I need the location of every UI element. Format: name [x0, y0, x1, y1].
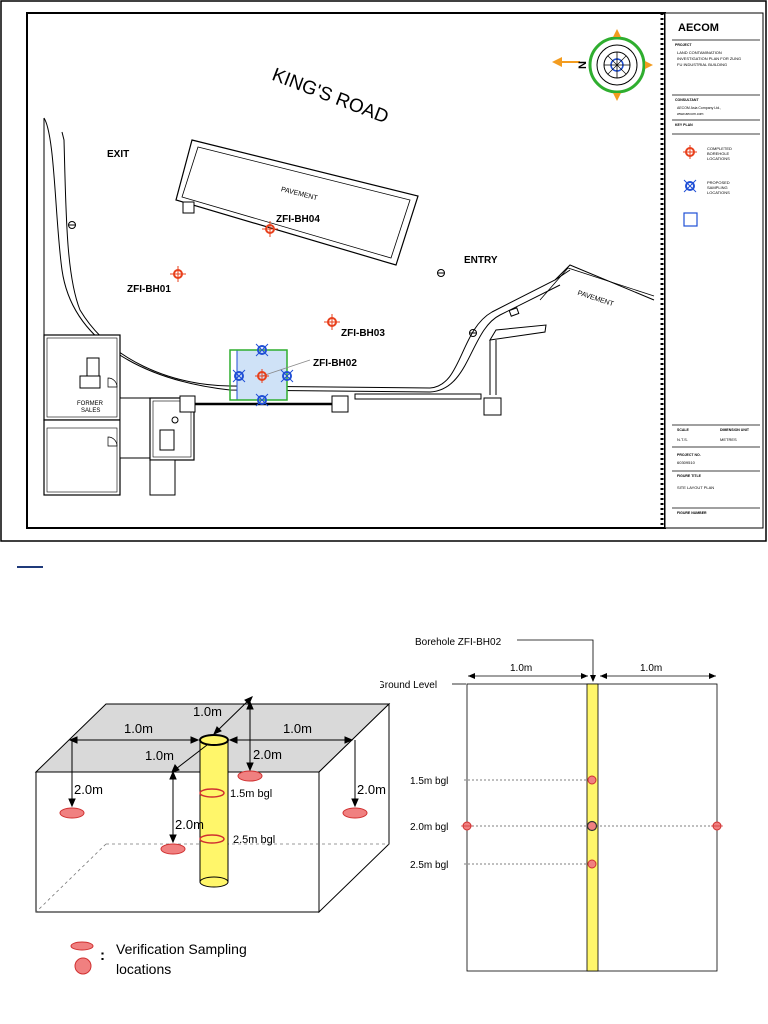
- project-name-line-2: INVESTIGATION PLAN FOR ZUNG: [677, 56, 741, 61]
- sample-back: [237, 770, 263, 782]
- bh02-label: ZFI-BH02: [313, 358, 357, 369]
- unit-value: METRES: [720, 437, 737, 442]
- borehole-cylinder: [199, 734, 229, 888]
- consultant-web: www.aecom.com: [677, 112, 704, 116]
- small-box-icon: [508, 307, 520, 317]
- bh02-sampling-area: [229, 343, 311, 407]
- proposed-sample-east-icon: [280, 369, 294, 383]
- compass-icon: [588, 29, 653, 101]
- north-arrow-icon: [552, 57, 580, 67]
- street-curve-inner: [61, 131, 571, 389]
- former-sales-label-2: SALES: [81, 408, 100, 414]
- legend-completed-line-1: COMPLETED: [707, 146, 732, 151]
- section-sample-left-icon: [461, 821, 473, 831]
- consultant-name: AECOM Asia Company Ltd.,: [677, 106, 721, 110]
- legend-completed-icon: [683, 145, 697, 159]
- blue-underline-mark: [17, 566, 43, 568]
- dim-front-1: 1.0m: [145, 748, 174, 763]
- company-logo: AECOM: [678, 22, 719, 34]
- street-curve-outer: [43, 117, 561, 393]
- manhole-icon-1: [68, 221, 76, 229]
- bh04-marker-icon: [262, 221, 278, 237]
- former-sales-label-1: FORMER: [77, 401, 104, 407]
- dim-depth-center: 2.0m: [253, 747, 282, 762]
- project-label: PROJECT: [675, 43, 692, 47]
- title-block-frame: [664, 12, 764, 529]
- legend-ellipse-icon: [70, 941, 94, 951]
- ground-level-label: Ground Level: [380, 680, 437, 691]
- bh03-marker-icon: [324, 314, 340, 330]
- legend-proposed-icon: [683, 179, 697, 193]
- dim-depth-right: 2.0m: [357, 782, 386, 797]
- project-name-line-1: LAND CONTAMINATION: [677, 50, 722, 55]
- compass-letter: N: [577, 61, 589, 69]
- dim-top-1: 1.0m: [193, 704, 222, 719]
- manhole-icon-2: [437, 269, 445, 277]
- site-layout-plan: AECOM PROJECT LAND CONTAMINATION INVESTI…: [0, 0, 767, 542]
- figure-number-label: FIGURE NUMBER: [677, 511, 707, 515]
- borehole-label: Borehole ZFI-BH02: [415, 637, 502, 648]
- bh04-label: ZFI-BH04: [276, 214, 320, 225]
- legend-text-line-1: Verification Sampling: [116, 941, 247, 957]
- former-sales-building: [43, 334, 196, 496]
- section-level-2: 2.0m bgl: [410, 822, 448, 833]
- entry-label: ENTRY: [464, 255, 498, 266]
- proposed-sample-north-icon: [255, 343, 269, 357]
- proposed-sample-south-icon: [255, 393, 269, 407]
- section-level-3: 2.5m bgl: [410, 860, 448, 871]
- dimension-arrows: [68, 696, 359, 844]
- bh01-label: ZFI-BH01: [127, 284, 171, 295]
- figure-title-value: SITE LAYOUT PLAN: [677, 485, 714, 490]
- legend-completed-line-3: LOCATIONS: [707, 156, 730, 161]
- section-sample-2-0-center: [586, 820, 598, 832]
- unit-label: DIMENSION UNIT: [720, 428, 750, 432]
- sample-left: [59, 807, 85, 819]
- project-name-line-3: FU INDUSTRIAL BUILDING: [677, 62, 727, 67]
- project-no-value: 60309510: [677, 460, 696, 465]
- manhole-icon-3: [469, 329, 477, 337]
- level-label-2: 2.5m bgl: [233, 834, 275, 846]
- bh03-label: ZFI-BH03: [341, 328, 385, 339]
- dim-depth-front: 2.0m: [175, 817, 204, 832]
- exit-label: EXIT: [107, 149, 129, 160]
- sample-front: [160, 843, 186, 855]
- box-front-face: [35, 771, 320, 913]
- legend-colon: :: [100, 947, 105, 964]
- scale-value: N.T.S.: [677, 437, 688, 442]
- section-sampling-diagram: Borehole ZFI-BH02 1.0m 1.0m Ground Level…: [380, 637, 723, 972]
- scale-label: SCALE: [677, 428, 690, 432]
- key-plan-label: KEY PLAN: [675, 123, 693, 127]
- legend-circle-icon: [74, 957, 92, 975]
- section-sample-2-5: [587, 859, 597, 869]
- dim-right-1: 1.0m: [283, 721, 312, 736]
- legend-text-line-2: locations: [116, 961, 171, 977]
- section-sample-1-5: [587, 775, 597, 785]
- pavement-island: [175, 139, 419, 266]
- legend-completed-line-2: BOREHOLE: [707, 151, 730, 156]
- sample-right: [342, 807, 368, 819]
- isometric-sampling-diagram: 1.0m 1.0m 1.0m 1.0m 2.0m 2.0m 2.0m 2.0m …: [34, 696, 391, 977]
- dim-depth-left: 2.0m: [74, 782, 103, 797]
- bh01-marker-icon: [170, 266, 186, 282]
- bh02-marker-icon: [255, 369, 269, 383]
- section-dim-right: 1.0m: [640, 663, 662, 674]
- project-no-label: PROJECT NO.: [677, 453, 701, 457]
- legend-proposed-line-1: PROPOSED: [707, 180, 730, 185]
- legend-proposed-line-2: SAMPLING: [707, 185, 728, 190]
- section-dim-left: 1.0m: [510, 663, 532, 674]
- section-level-1: 1.5m bgl: [410, 776, 448, 787]
- section-sample-right-icon: [711, 821, 723, 831]
- consultant-label: CONSULTANT: [675, 98, 699, 102]
- figure-title-label: FIGURE TITLE: [677, 474, 702, 478]
- legend-blue-square: [683, 212, 698, 227]
- legend-proposed-line-3: LOCATIONS: [707, 190, 730, 195]
- proposed-sample-west-icon: [232, 369, 246, 383]
- dim-left-1: 1.0m: [124, 721, 153, 736]
- level-label-1: 1.5m bgl: [230, 788, 272, 800]
